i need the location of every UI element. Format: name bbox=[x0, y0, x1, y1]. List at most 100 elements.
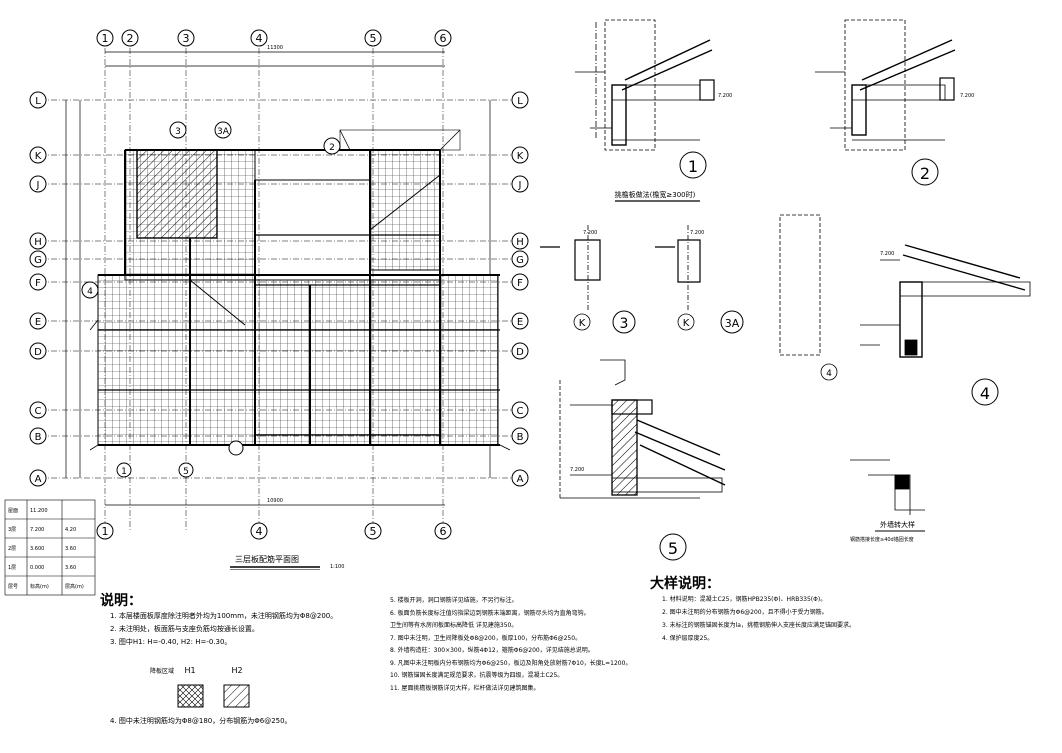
svg-text:C: C bbox=[517, 406, 524, 417]
svg-text:6: 6 bbox=[440, 525, 447, 538]
detail-1-caption: 挑檐板做法(檐宽≥300时) bbox=[615, 190, 696, 199]
detail-note-item: 4. 保护层厚度25。 bbox=[662, 635, 714, 642]
svg-text:屋面: 屋面 bbox=[8, 508, 18, 514]
axis-col-5: 5 bbox=[370, 32, 377, 45]
detail-3-axis: K bbox=[579, 318, 586, 329]
svg-text:标高(m): 标高(m) bbox=[30, 583, 49, 590]
svg-text:E: E bbox=[517, 317, 523, 328]
note-item: 8. 外墙构造柱：300×300，纵筋4Φ12，箍筋Φ6@200，详见结施总说明… bbox=[390, 647, 594, 654]
note-item: 10. 钢筋锚固长度满足规范要求，抗震等级为四级，混凝土C25。 bbox=[390, 672, 564, 679]
note-item: 5. 楼板开洞，洞口钢筋详见结施，不另行标注。 bbox=[390, 597, 518, 604]
note-item: 7. 图中未注明，卫生间降板处Φ8@200，板厚100，分布筋Φ6@250。 bbox=[390, 634, 582, 642]
detail-note-item: 1. 材料说明：混凝土C25，钢筋HPB235(Φ)、HRB335(Φ)。 bbox=[662, 596, 827, 603]
note-item: 4. 图中未注明钢筋均为Φ8@180，分布钢筋为Φ6@250。 bbox=[110, 717, 292, 725]
row-axis-bubbles: L K J H G F E D C B A L K J H G F E D C … bbox=[29, 91, 529, 487]
notes-title: 说明： bbox=[100, 593, 142, 609]
svg-text:5: 5 bbox=[370, 525, 377, 538]
svg-text:G: G bbox=[516, 255, 524, 266]
note-item: 3. 图中H1: H=-0.40, H2: H=-0.30。 bbox=[110, 638, 232, 646]
floor-table bbox=[4, 499, 96, 596]
floor-plan bbox=[65, 51, 511, 506]
svg-text:K: K bbox=[517, 151, 524, 162]
legend-label: 降板区域 bbox=[150, 667, 174, 675]
legend-h2: H2 bbox=[231, 666, 242, 675]
svg-text:G: G bbox=[34, 255, 42, 266]
plan-scale: 1:100 bbox=[330, 564, 344, 570]
svg-text:4.20: 4.20 bbox=[65, 527, 76, 533]
plan-title: 三层板配筋平面图 bbox=[235, 554, 299, 564]
edge-detail-sub: 钢筋搭接长度≥40d锚固长度 bbox=[850, 536, 914, 543]
legend-h1-h2: 降板区域 H1 H2 bbox=[150, 666, 250, 708]
detail-5-number: 5 bbox=[668, 539, 678, 558]
svg-text:A: A bbox=[517, 474, 524, 485]
svg-text:F: F bbox=[517, 278, 523, 289]
svg-text:L: L bbox=[517, 96, 523, 107]
notes-col-1: 1. 本层楼面板厚度除注明者外均为100mm，未注明钢筋均为Φ8@200。 2.… bbox=[110, 610, 337, 649]
svg-text:2层: 2层 bbox=[8, 546, 16, 552]
svg-text:7.200: 7.200 bbox=[30, 527, 44, 533]
svg-text:7.200: 7.200 bbox=[690, 230, 704, 236]
svg-text:7.200: 7.200 bbox=[718, 93, 732, 99]
svg-text:1: 1 bbox=[102, 525, 109, 538]
legend-h1-swatch bbox=[177, 684, 204, 708]
svg-text:7.200: 7.200 bbox=[570, 467, 584, 473]
svg-text:B: B bbox=[35, 432, 42, 443]
svg-text:层高(m): 层高(m) bbox=[65, 583, 84, 590]
section-callouts bbox=[81, 121, 341, 478]
svg-text:7.200: 7.200 bbox=[583, 230, 597, 236]
legend-h1: H1 bbox=[184, 666, 195, 675]
note-item: 1. 本层楼面板厚度除注明者外均为100mm，未注明钢筋均为Φ8@200。 bbox=[110, 612, 338, 620]
svg-text:H: H bbox=[34, 237, 42, 248]
detail-2-number: 2 bbox=[920, 164, 930, 183]
svg-text:J: J bbox=[36, 180, 40, 191]
detail-notes-title: 大样说明： bbox=[650, 576, 720, 592]
detail-note-item: 3. 未标注的钢筋锚固长度为la，挑檐钢筋伸入支座长度应满足锚固要求。 bbox=[662, 622, 855, 629]
overall-dimension: 11300 bbox=[267, 45, 283, 51]
detail-2 bbox=[815, 19, 956, 186]
detail-1 bbox=[575, 19, 715, 179]
axis-col-2: 2 bbox=[127, 32, 134, 45]
detail-3-number: 3 bbox=[620, 316, 629, 332]
svg-text:L: L bbox=[35, 96, 41, 107]
svg-text:F: F bbox=[35, 278, 41, 289]
axis-col-6: 6 bbox=[440, 32, 447, 45]
note-item: 2. 未注明处，板面筋与支座负筋均按通长设置。 bbox=[110, 625, 259, 633]
svg-text:3层: 3层 bbox=[8, 527, 16, 533]
note-item: 6. 板面负筋长度标注值均指梁边到钢筋末端距离，钢筋尽头均为直角弯钩。 bbox=[390, 609, 590, 617]
axis-col-1: 1 bbox=[102, 32, 109, 45]
svg-text:C: C bbox=[35, 406, 42, 417]
svg-text:4: 4 bbox=[256, 525, 263, 538]
axis-col-4: 4 bbox=[256, 32, 263, 45]
notes-col-2: 5. 楼板开洞，洞口钢筋详见结施，不另行标注。 6. 板面负筋长度标注值均指梁边… bbox=[390, 595, 631, 695]
svg-text:1层: 1层 bbox=[8, 565, 16, 571]
callout-3: 3 bbox=[175, 127, 181, 137]
svg-text:0.000: 0.000 bbox=[30, 565, 44, 571]
edge-detail-title: 外墙转大样 bbox=[880, 520, 915, 529]
svg-text:11.200: 11.200 bbox=[30, 508, 48, 514]
bottom-dimension: 10900 bbox=[267, 498, 283, 504]
detail-note-item: 2. 图中未注明的分布钢筋为Φ6@200，且不得小于受力钢筋。 bbox=[662, 609, 828, 616]
detail-4-number: 4 bbox=[980, 384, 990, 403]
detail-3a-number: 3A bbox=[725, 317, 740, 330]
callout-2: 2 bbox=[329, 143, 335, 153]
column-axis-bubbles-top: 1 2 3 4 5 6 bbox=[96, 29, 452, 47]
svg-text:3.600: 3.600 bbox=[30, 546, 44, 552]
detail-1-number: 1 bbox=[688, 157, 698, 176]
svg-text:A: A bbox=[35, 474, 42, 485]
svg-text:H: H bbox=[516, 237, 524, 248]
callout-4: 4 bbox=[87, 287, 93, 297]
column-axis-bubbles-bottom: 1 4 5 6 bbox=[96, 522, 452, 540]
svg-text:D: D bbox=[34, 347, 42, 358]
callout-1: 1 bbox=[121, 467, 127, 477]
legend-h2-swatch bbox=[223, 684, 250, 708]
svg-text:层号: 层号 bbox=[8, 584, 18, 590]
note-item: 卫生间等有水房间板面标高降低 详见建施350。 bbox=[390, 622, 518, 629]
detail-3 bbox=[540, 225, 744, 334]
svg-text:B: B bbox=[517, 432, 524, 443]
edge-detail bbox=[850, 459, 925, 515]
detail-5 bbox=[559, 359, 726, 561]
callout-3a: 3A bbox=[217, 127, 230, 137]
svg-text:E: E bbox=[35, 317, 41, 328]
svg-text:K: K bbox=[35, 151, 42, 162]
